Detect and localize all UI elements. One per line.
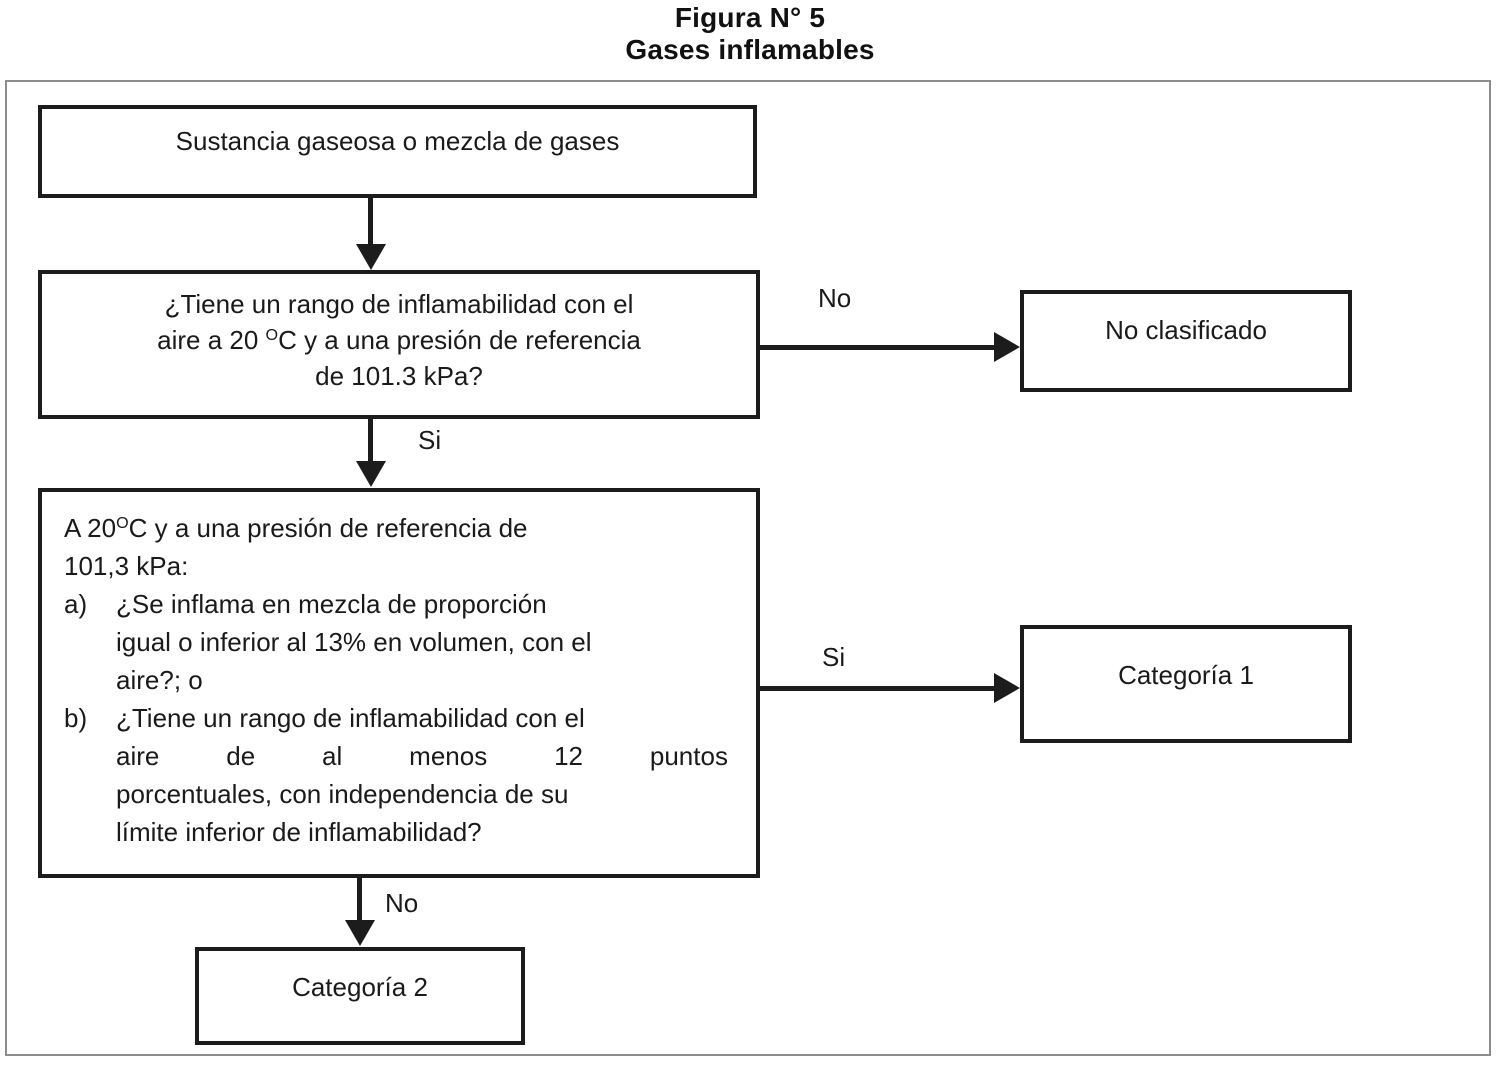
figure-title: Figura N° 5 Gases inflamables (0, 2, 1500, 66)
node-question2-text: A 20OC y a una presión de referencia de … (64, 509, 728, 851)
node-question2-lead-post: C y a una presión de referencia de (128, 513, 528, 543)
figure-title-line-2: Gases inflamables (625, 34, 875, 65)
node-question2-item-a: a) ¿Se inflama en mezcla de proporción i… (64, 585, 728, 699)
arrowhead-question2-to-categoria1 (994, 673, 1020, 703)
node-sustancia-gaseosa-label: Sustancia gaseosa o mezcla de gases (175, 126, 620, 156)
node-question1-text: ¿Tiene un rango de inflamabilidad con el… (42, 286, 756, 394)
node-question1-line-3: de 101.3 kPa? (315, 361, 483, 391)
node-question1-line-2-post: C y a una presión de referencia (278, 325, 641, 355)
connector-start-to-question1 (368, 198, 373, 248)
arrowhead-start-to-question1 (356, 244, 386, 270)
node-question2-item-b: b) ¿Tiene un rango de inflamabilidad con… (64, 699, 728, 851)
node-question1-line-2: aire a 20 OC y a una presión de referenc… (42, 322, 756, 358)
node-question2-item-b-marker: b) (64, 703, 88, 733)
node-question2-item-a-line-1: ¿Se inflama en mezcla de proporción (116, 589, 547, 619)
node-no-clasificado-label: No clasificado (1105, 315, 1267, 345)
node-question2-item-a-line-3: aire?; o (116, 665, 203, 695)
node-question1-line-2-pre: aire a 20 (157, 325, 266, 355)
node-question2-lead-line-2: 101,3 kPa: (64, 551, 189, 581)
edge-label-question1-si: Si (418, 425, 442, 455)
node-categoria-1-label: Categoría 1 (1118, 660, 1254, 690)
node-no-clasificado: No clasificado (1020, 290, 1352, 392)
node-question-condiciones: A 20OC y a una presión de referencia de … (38, 488, 760, 878)
degree-superscript-icon: O (116, 514, 129, 533)
figure-title-line-1: Figura N° 5 (674, 2, 826, 33)
node-question-rango-inflamabilidad: ¿Tiene un rango de inflamabilidad con el… (38, 270, 760, 419)
connector-question2-to-categoria2 (357, 878, 362, 923)
connector-question2-to-categoria1 (760, 686, 1000, 691)
arrowhead-question1-to-question2 (356, 461, 386, 487)
node-question2-item-a-text: ¿Se inflama en mezcla de proporción igua… (116, 585, 728, 699)
node-question2-item-a-marker: a) (64, 589, 88, 619)
edge-label-question1-no: No (818, 283, 852, 313)
node-categoria-2: Categoría 2 (195, 947, 525, 1045)
edge-label-question2-si: Si (822, 642, 846, 672)
degree-superscript-icon: O (265, 326, 279, 345)
node-question2-item-b-line-4: límite inferior de inflamabilidad? (116, 817, 482, 847)
node-categoria-1: Categoría 1 (1020, 625, 1352, 743)
node-question2-lead-pre: A 20 (64, 513, 117, 543)
node-question2-lead: A 20OC y a una presión de referencia de (64, 509, 728, 547)
arrowhead-question1-to-no-clasificado (994, 332, 1020, 362)
node-sustancia-gaseosa: Sustancia gaseosa o mezcla de gases (38, 105, 757, 198)
connector-question1-to-no-clasificado (760, 345, 1000, 350)
node-question2-item-a-line-2: igual o inferior al 13% en volumen, con … (116, 627, 592, 657)
node-question2-item-b-line-1: ¿Tiene un rango de inflamabilidad con el (116, 703, 585, 733)
node-categoria-2-label: Categoría 2 (292, 972, 428, 1002)
connector-question1-to-question2 (368, 419, 373, 464)
edge-label-question2-no: No (385, 888, 419, 918)
node-question1-line-1: ¿Tiene un rango de inflamabilidad con el (164, 289, 634, 319)
node-question2-item-b-text: ¿Tiene un rango de inflamabilidad con el… (116, 699, 728, 851)
arrowhead-question2-to-categoria2 (345, 920, 375, 946)
node-question2-item-b-line-3: porcentuales, con independencia de su (116, 779, 569, 809)
